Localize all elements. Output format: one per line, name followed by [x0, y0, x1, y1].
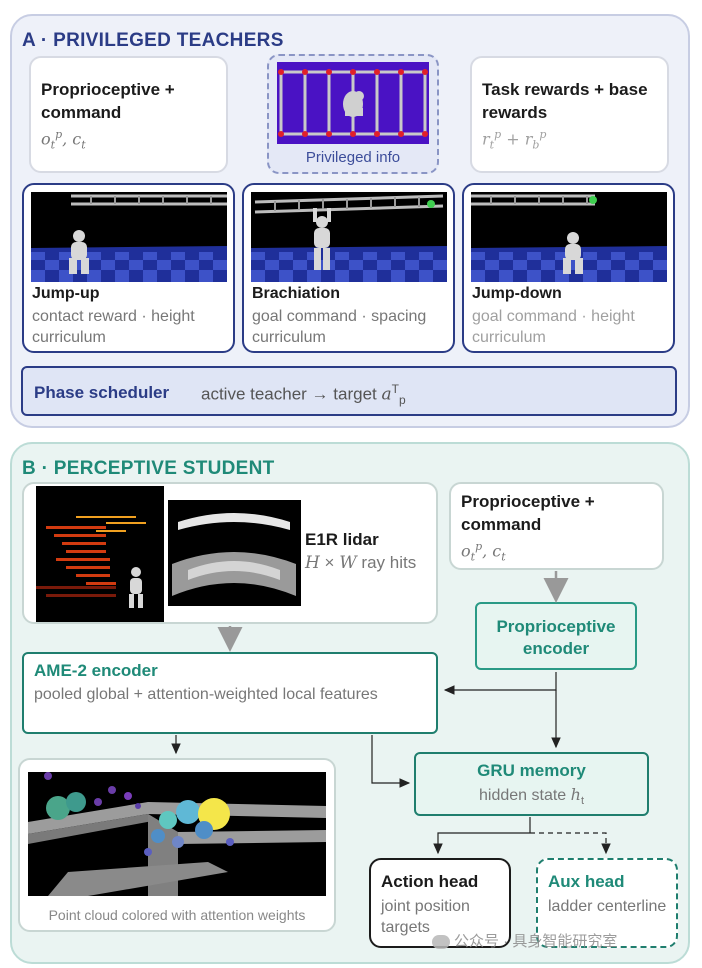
gru-memory-title: GRU memory [477, 761, 586, 780]
rewards-box: Task rewards + base rewards rtp + rbp [470, 56, 669, 173]
ame2-encoder-desc: pooled global + attention-weighted local… [34, 686, 378, 703]
panel-a-title: A · PRIVILEGED TEACHERS [22, 30, 284, 51]
jump-up-render [31, 192, 227, 282]
privileged-info-box: Privileged info [267, 54, 439, 174]
proprio-encoder-box: Proprioceptive encoder [475, 602, 637, 670]
lidar-desc: H × W ray hits [305, 553, 417, 573]
proprio-command-box-student: Proprioceptive + command otp, ct [449, 482, 664, 570]
lidar-scene-image [36, 486, 164, 622]
proprio-encoder-label: Proprioceptive encoder [496, 617, 616, 658]
brachiation-render [251, 192, 447, 282]
point-cloud-caption: Point cloud colored with attention weigh… [48, 907, 306, 923]
proprio-command-formula: otp, ct [461, 540, 506, 564]
lidar-box: E1R lidar H × W ray hits [22, 482, 438, 624]
phase-scheduler-bar: Phase scheduler active teacher → target … [21, 366, 677, 416]
aux-head-box: Aux head ladder centerline [536, 858, 678, 948]
lidar-title: E1R lidar [305, 530, 379, 549]
teacher-name: Jump-down [472, 285, 562, 302]
proprio-command-title: Proprioceptive + command [461, 492, 595, 534]
jump-down-render [471, 192, 667, 282]
ame2-encoder-title: AME-2 encoder [34, 661, 158, 680]
proprio-command-title: Proprioceptive + command [41, 80, 175, 122]
teacher-card-jump-up: Jump-up contact reward · height curricul… [22, 183, 235, 353]
rewards-title: Task rewards + base rewards [482, 80, 648, 122]
point-cloud-box: Point cloud colored with attention weigh… [18, 758, 336, 932]
action-head-box: Action head joint position targets [369, 858, 511, 948]
ame2-encoder-box: AME-2 encoder pooled global + attention-… [22, 652, 438, 734]
teacher-card-brachiation: Brachiation goal command · spacing curri… [242, 183, 455, 353]
teacher-name: Brachiation [252, 285, 341, 302]
action-head-title: Action head [381, 872, 479, 891]
point-cloud-image [28, 772, 326, 896]
teacher-desc: contact reward · height curriculum [32, 308, 195, 346]
teacher-card-jump-down: Jump-down goal command · height curricul… [462, 183, 675, 353]
rewards-formula: rtp + rbp [482, 128, 547, 152]
proprio-command-formula: otp, ct [41, 128, 86, 152]
gru-memory-desc: hidden state ht [479, 785, 584, 808]
privileged-info-caption: Privileged info [305, 149, 401, 166]
phase-scheduler-desc: active teacher → target aTp [201, 382, 406, 408]
teacher-desc: goal command · spacing curriculum [252, 308, 427, 346]
gru-memory-box: GRU memory hidden state ht [414, 752, 649, 816]
teacher-desc: goal command · height curriculum [472, 308, 635, 346]
panel-b-title: B · PERCEPTIVE STUDENT [22, 458, 275, 479]
privileged-heightmap-image [277, 62, 429, 144]
phase-scheduler-label: Phase scheduler [34, 383, 170, 402]
proprio-command-box: Proprioceptive + command otp, ct [29, 56, 228, 173]
action-head-desc: joint position targets [381, 898, 470, 936]
aux-head-title: Aux head [548, 872, 625, 891]
aux-head-desc: ladder centerline [548, 898, 667, 915]
lidar-range-image [168, 500, 301, 606]
watermark: 公众号 · 具身智能研究室 [432, 930, 617, 951]
teacher-name: Jump-up [32, 285, 100, 302]
